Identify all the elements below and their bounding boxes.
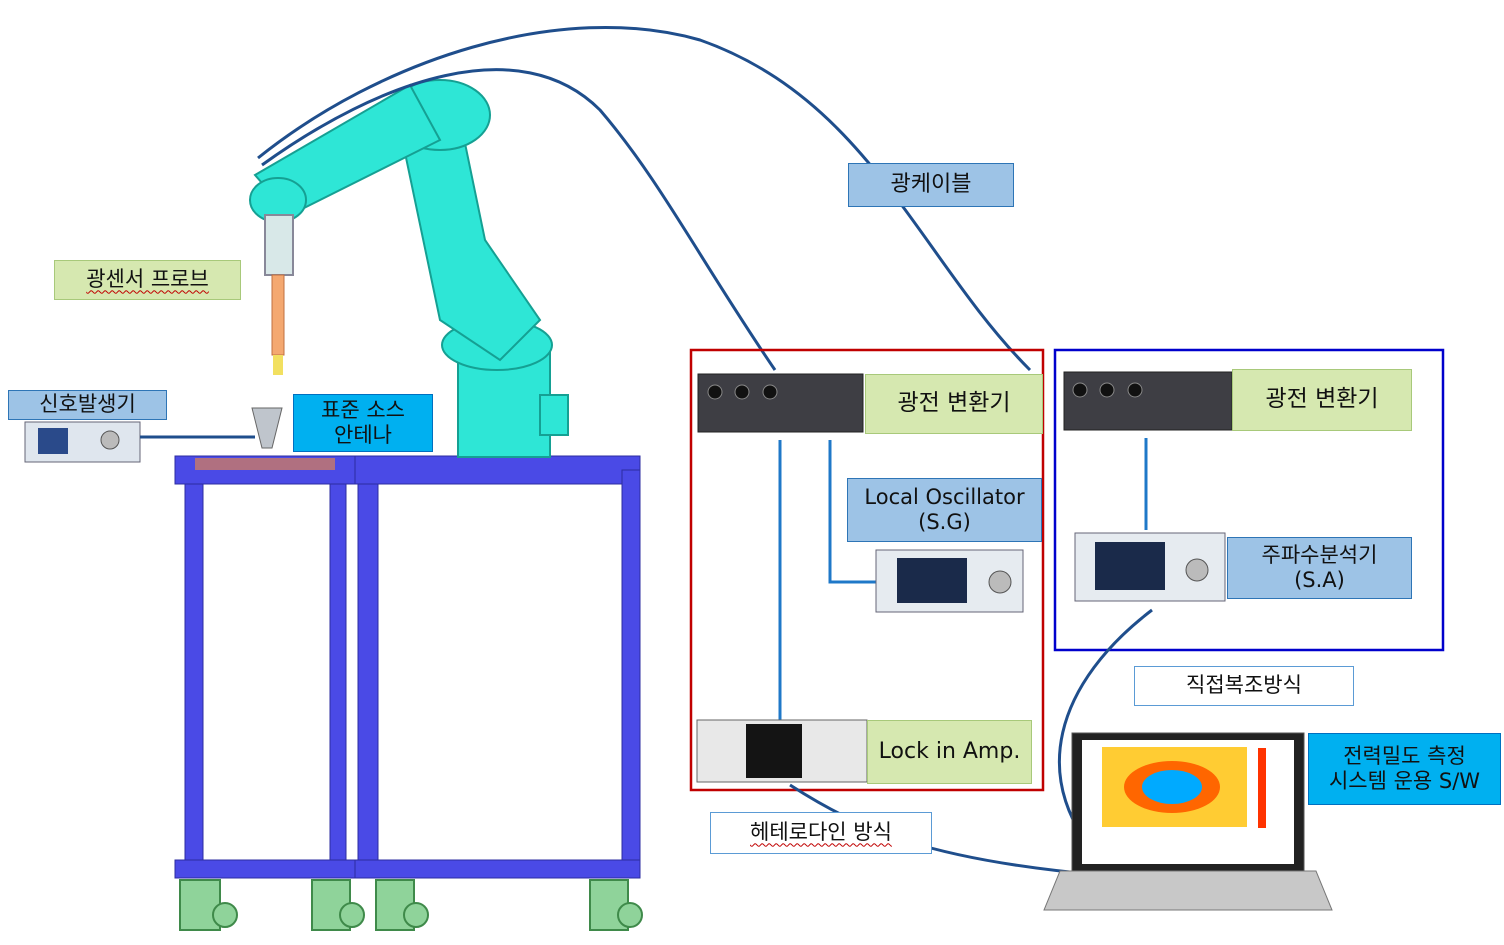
table-left: [174, 455, 356, 879]
converter-left-device: [697, 373, 864, 433]
label-heterodyne: 헤테로다인 방식: [710, 812, 932, 854]
optical-sensor-probe: [271, 274, 285, 375]
label-converter-right: 광전 변환기: [1232, 369, 1412, 431]
label-optical-sensor-probe-text: 광센서 프로브: [86, 267, 209, 292]
horn-antenna-icon: [251, 407, 283, 449]
fiber-cable-right: [257, 25, 1032, 372]
label-heterodyne-text: 헤테로다인 방식: [750, 820, 892, 845]
heterodyne-group: [689, 348, 1045, 792]
label-local-oscillator: Local Oscillator (S.G): [847, 478, 1042, 542]
label-optical-cable: 광케이블: [848, 163, 1014, 207]
label-spectrum-analyzer: 주파수분석기 (S.A): [1227, 537, 1412, 599]
label-direct-modulation: 직접복조방식: [1134, 666, 1354, 706]
robot-arm: [249, 79, 569, 458]
signal-generator-device: [24, 421, 141, 463]
lock-in-amp-device: [696, 719, 868, 783]
table-right: [354, 455, 641, 879]
label-lock-in-amp: Lock in Amp.: [867, 720, 1032, 784]
lo-cable: [828, 440, 876, 584]
local-oscillator-device: [875, 549, 1024, 613]
direct-group: [1053, 348, 1445, 652]
wheels: [179, 879, 643, 931]
label-converter-left: 광전 변환기: [865, 374, 1043, 434]
converter-right-device: [1063, 371, 1233, 431]
label-signal-generator: 신호발생기: [8, 390, 167, 420]
fiber-cable-left: [261, 68, 777, 371]
label-standard-source-antenna: 표준 소스 안테나: [293, 394, 433, 452]
laptop-device: [1043, 732, 1333, 911]
label-software: 전력밀도 측정 시스템 운용 S/W: [1308, 733, 1501, 805]
label-optical-sensor-probe: 광센서 프로브: [54, 260, 241, 300]
spectrum-analyzer-device: [1074, 532, 1226, 602]
